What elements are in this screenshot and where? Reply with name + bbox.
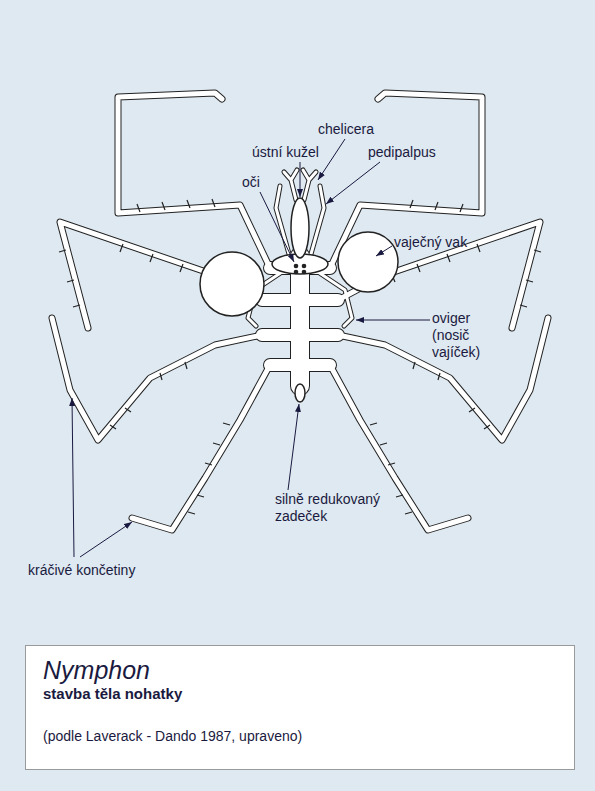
pedipalp (311, 186, 324, 254)
walking-leg (52, 318, 262, 440)
leader-line (318, 139, 345, 180)
pedipalp (311, 186, 324, 254)
caption-text: (podle Laverack - Dando 1987, upraveno) (43, 727, 557, 745)
leader-line (72, 398, 74, 557)
part-label: pedipalpus (368, 144, 458, 161)
egg-sac (338, 232, 398, 292)
part-label: vaječný vak (394, 234, 494, 251)
lateral-process (262, 268, 338, 365)
eye (302, 270, 307, 275)
part-label: kráčivé končetiny (28, 562, 178, 579)
leader-line (300, 162, 301, 197)
body-outline (52, 93, 548, 530)
chelicera (303, 170, 316, 200)
leader-line (80, 522, 132, 557)
right-legs (248, 93, 548, 530)
part-label: oviger (nosič vajíček) (432, 310, 507, 361)
caption-text: stavba těla nohatky (43, 684, 557, 703)
abdomen (295, 384, 305, 402)
leader-line (288, 404, 299, 490)
bristles (59, 199, 541, 514)
part-label: chelicera (318, 121, 398, 138)
chelicera (303, 170, 316, 200)
eye (294, 270, 299, 275)
proboscis (291, 198, 309, 258)
eyes (294, 264, 307, 275)
body-fill (52, 93, 548, 530)
leader-line (376, 246, 392, 256)
leader-line (260, 192, 294, 262)
walking-leg (52, 318, 262, 440)
pedipalp (276, 186, 289, 254)
chelicera (284, 170, 297, 200)
caption-title: Nymphon (43, 656, 557, 684)
right-legs (248, 93, 548, 530)
leader-line (356, 320, 430, 321)
leg-bristles (59, 199, 541, 514)
pedipalp (276, 186, 289, 254)
leader-line (326, 162, 380, 204)
leader-lines (72, 139, 430, 557)
chelicera (284, 170, 297, 200)
eye (302, 264, 307, 269)
walking-leg (132, 365, 270, 530)
egg-sac (200, 252, 264, 316)
eye (294, 264, 299, 269)
part-label: ústní kužel (252, 144, 342, 161)
walking-leg (132, 365, 270, 530)
part-label: oči (242, 174, 272, 191)
caption-box: Nymphonstavba těla nohatky (podle Laverac… (25, 645, 575, 770)
part-label: silně redukovaný zadeček (275, 491, 405, 525)
